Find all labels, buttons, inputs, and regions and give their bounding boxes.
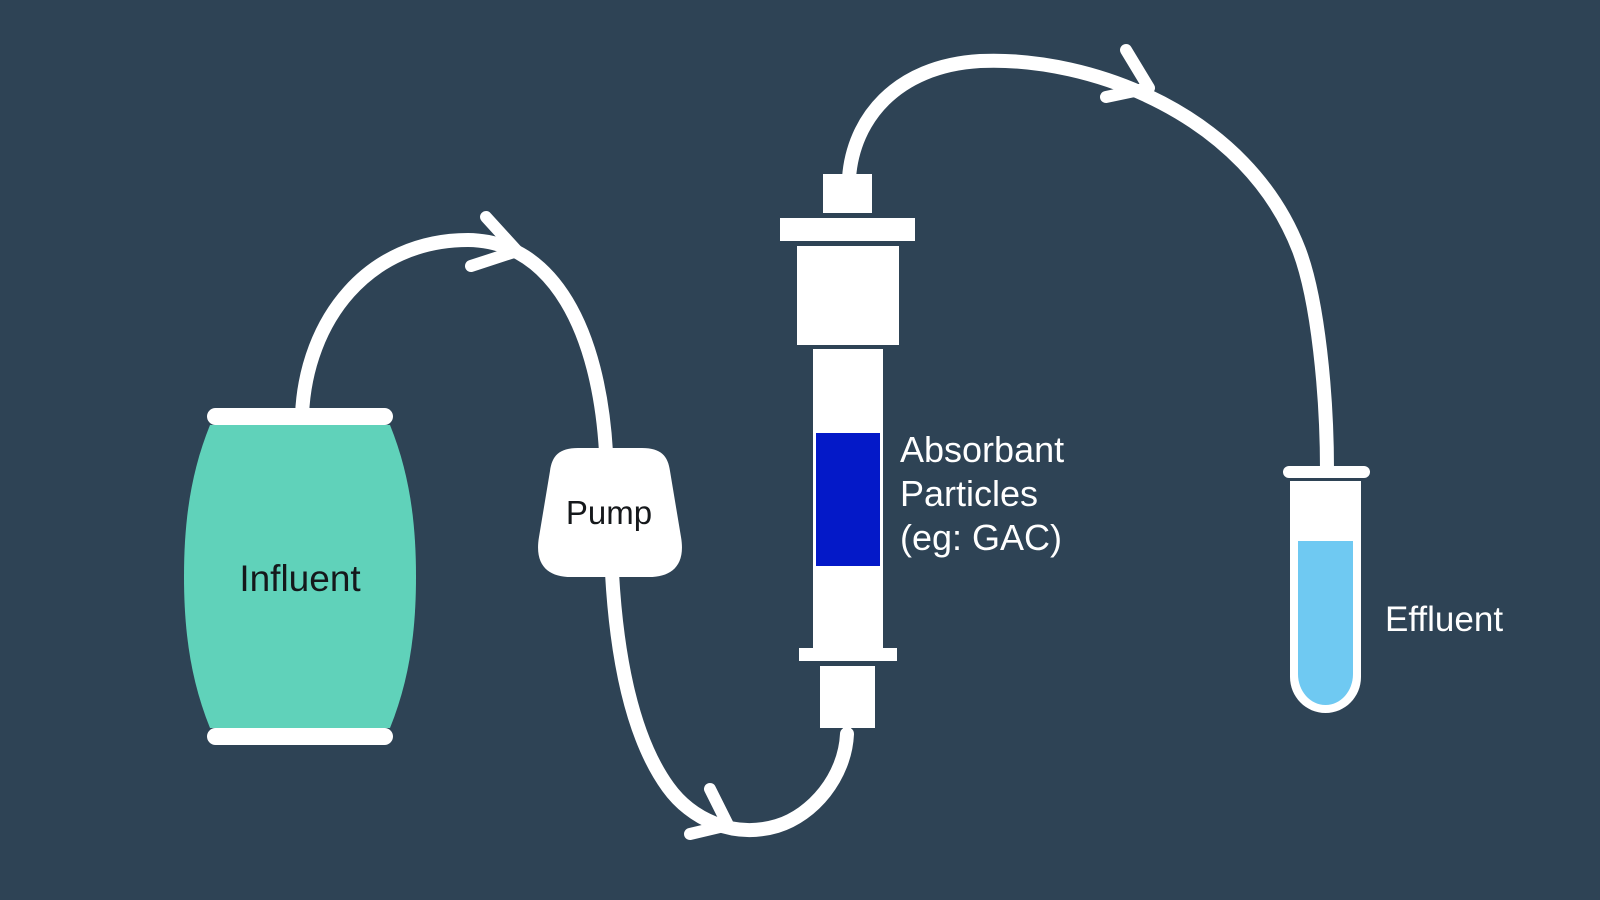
influent-barrel-bottom-cap [207, 728, 393, 745]
influent-barrel-body [184, 425, 416, 728]
pump-label: Pump [565, 494, 653, 531]
absorbant-particles-fill [816, 433, 880, 566]
column-bottom-port [820, 666, 875, 728]
tube-column-to-testtube [842, 53, 1334, 477]
column-top-port [823, 174, 872, 213]
influent-label: Influent [239, 558, 361, 599]
flow-arrow-icon-1 [465, 211, 523, 272]
effluent-liquid [1298, 541, 1353, 705]
column-bottom-stub [843, 726, 851, 748]
pump-body [538, 448, 682, 577]
column-bottom-flange [799, 648, 897, 661]
absorbant-particles-label: Absorbant Particles (eg: GAC) [900, 429, 1065, 558]
influent-barrel-top-cap [207, 408, 393, 425]
flow-arrow-icon-3 [1100, 44, 1155, 103]
effluent-label: Effluent [1385, 600, 1504, 639]
tube-influent-to-pump [295, 232, 613, 459]
test-tube-rim [1283, 466, 1370, 478]
tube-pump-to-column [605, 566, 854, 837]
flow-arrow-icon-2 [684, 783, 734, 840]
column-upper-body [797, 246, 899, 345]
column-top-flange [780, 218, 915, 241]
